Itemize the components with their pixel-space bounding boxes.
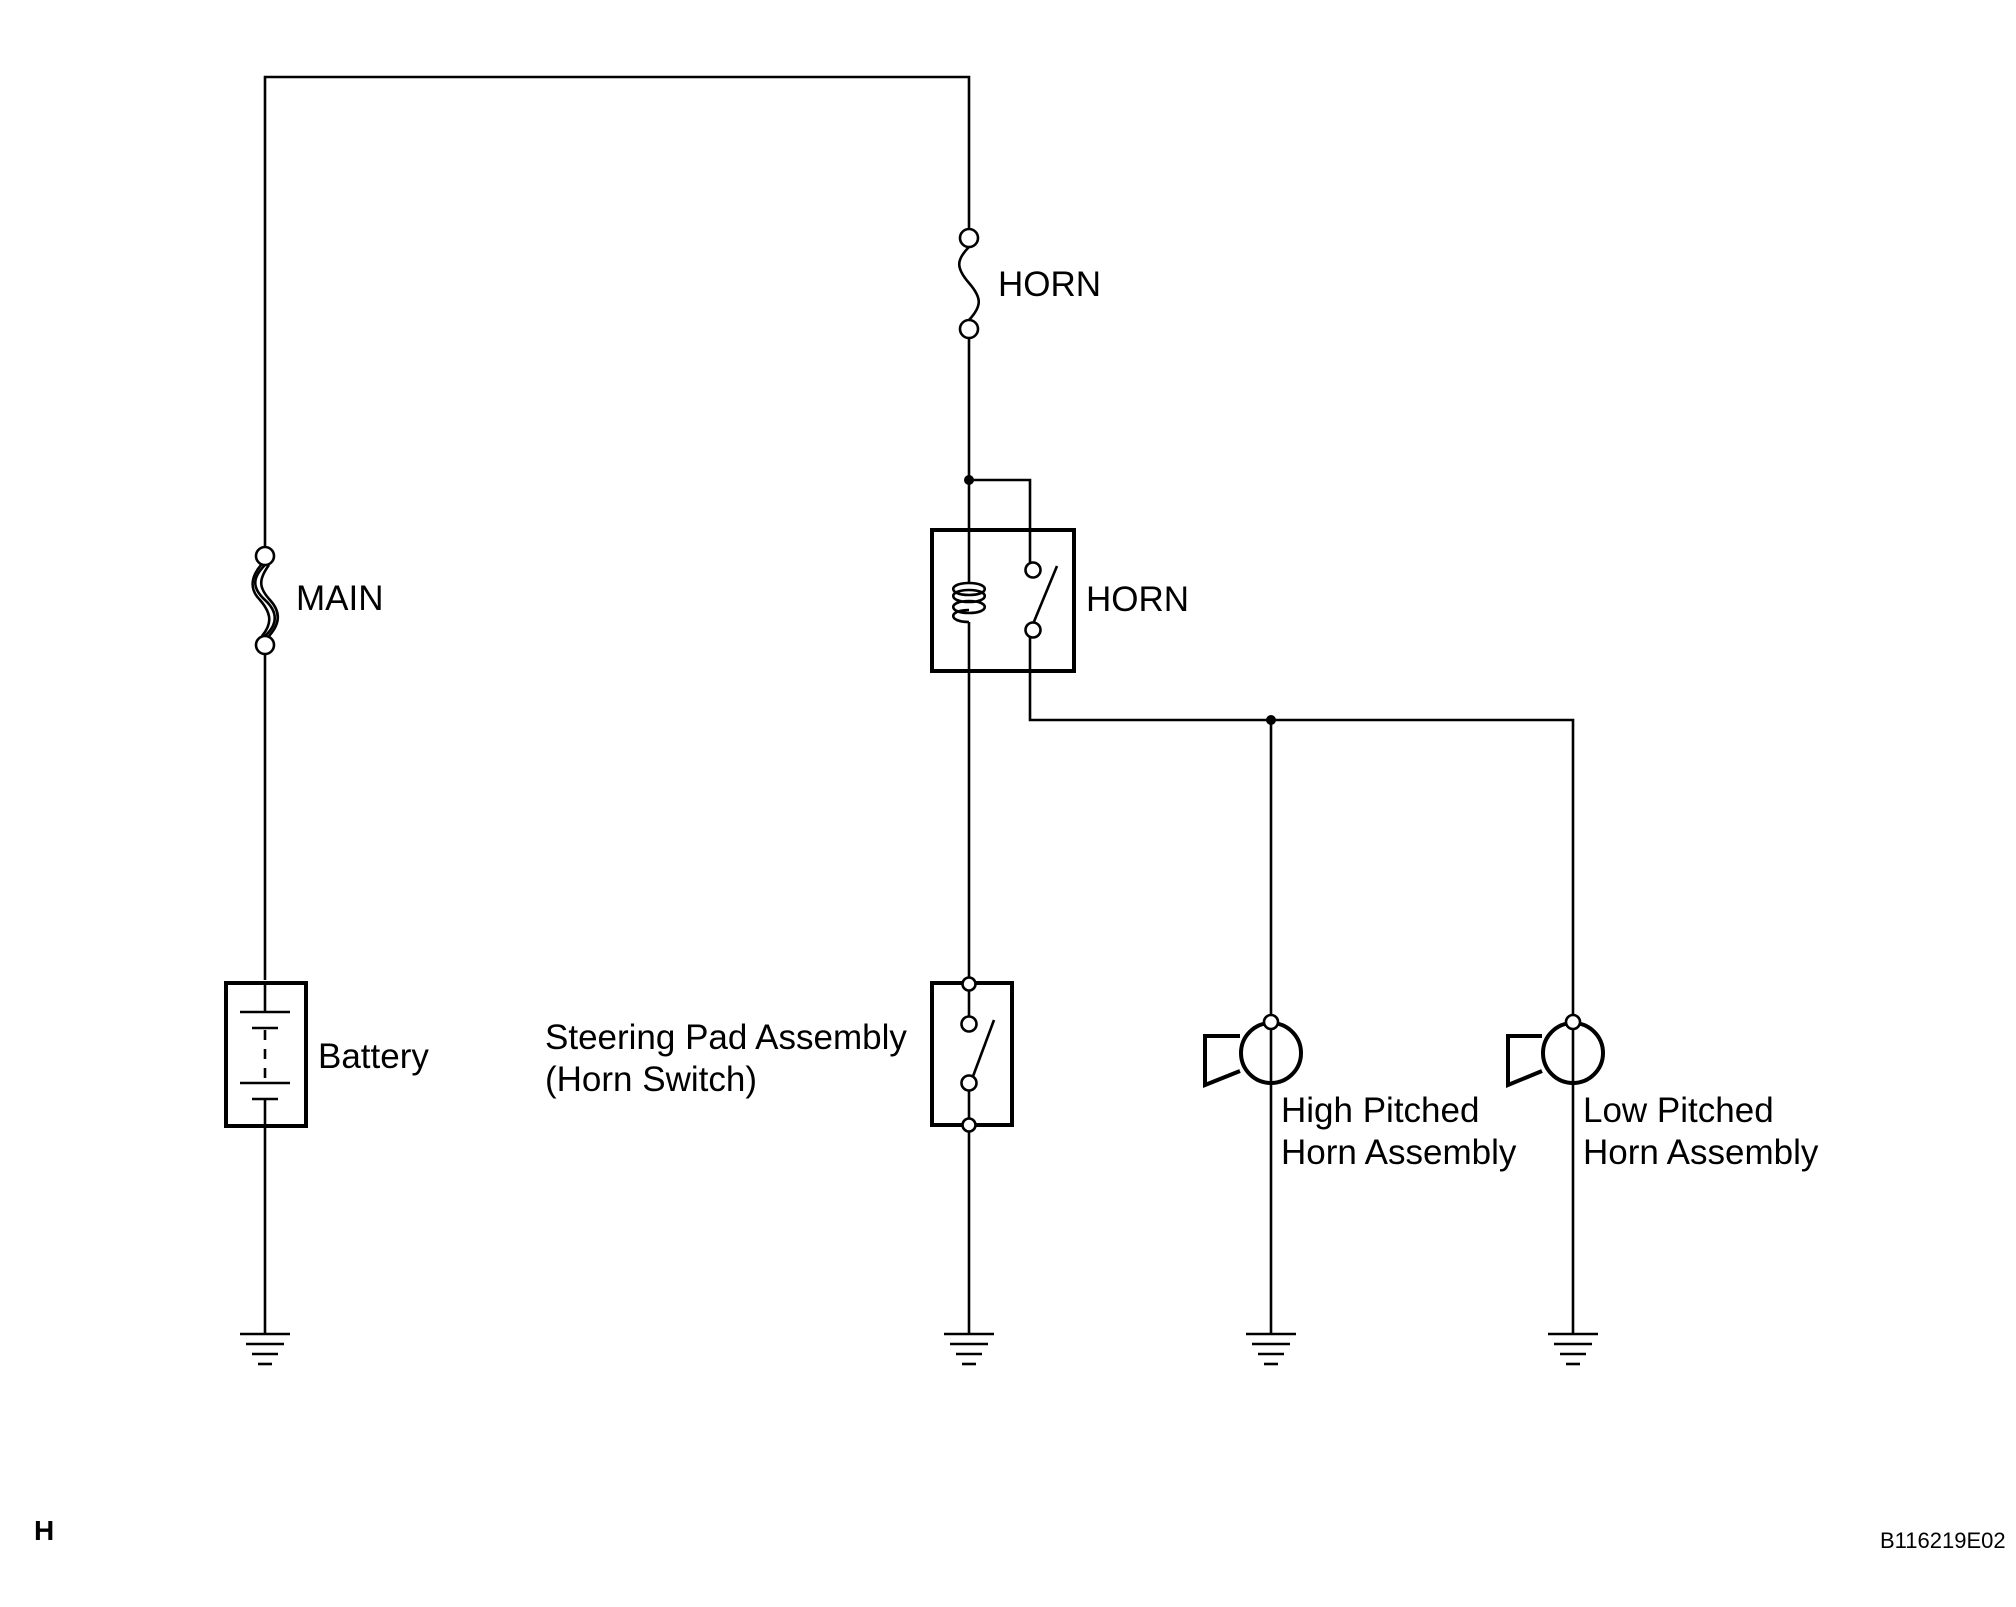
horn-relay-box xyxy=(930,528,1076,673)
horn-relay: HORN xyxy=(930,528,1189,673)
horn-fuse-element xyxy=(957,246,981,321)
high-horn-label-line1: High Pitched xyxy=(1281,1091,1479,1130)
main-fuse-terminal-bottom xyxy=(254,634,276,656)
steering-pad-label-line2: (Horn Switch) xyxy=(545,1060,757,1099)
high-pitched-horn: High Pitched Horn Assembly xyxy=(1203,1013,1517,1172)
steering-pad-terminal-switch-top xyxy=(960,1015,978,1033)
ground-steering-pad xyxy=(944,1332,994,1366)
horn-fuse-terminal-top xyxy=(958,227,980,249)
low-horn-label-line2: Horn Assembly xyxy=(1583,1133,1819,1172)
ground-low-horn xyxy=(1548,1332,1598,1366)
steering-pad-assembly: Steering Pad Assembly (Horn Switch) xyxy=(545,976,1014,1133)
horn-fuse: HORN xyxy=(957,227,1101,340)
wiring xyxy=(263,75,1575,1334)
low-horn-bell-icon xyxy=(1506,1034,1543,1088)
wire-junction-to-switch xyxy=(969,478,1032,566)
ground-high-horn xyxy=(1246,1332,1296,1366)
steering-pad-switch-blade xyxy=(970,1019,996,1080)
corner-code: H xyxy=(34,1515,54,1546)
horn-relay-coil-icon xyxy=(951,581,987,624)
low-pitched-horn: Low Pitched Horn Assembly xyxy=(1506,1013,1819,1172)
horn-relay-switch-blade xyxy=(1031,565,1059,625)
wire-relay-to-horns xyxy=(1028,628,1575,1022)
low-horn-terminal xyxy=(1564,1013,1582,1031)
main-fuse-element-1 xyxy=(253,564,277,637)
ground-battery xyxy=(240,1332,290,1366)
horn-fuse-terminal-bottom xyxy=(958,318,980,340)
steering-pad-terminal-switch-bottom xyxy=(960,1074,978,1092)
high-horn-label-line2: Horn Assembly xyxy=(1281,1133,1517,1172)
horn-relay-label: HORN xyxy=(1086,580,1189,619)
main-fuse-terminal-top xyxy=(254,545,276,567)
steering-pad-terminal-box-top xyxy=(961,976,977,992)
main-fuse-element-3 xyxy=(251,564,271,637)
junction-dot-top xyxy=(964,475,974,485)
steering-pad-box xyxy=(930,981,1014,1127)
horn-fuse-label: HORN xyxy=(998,265,1101,304)
steering-pad-label-line1: Steering Pad Assembly xyxy=(545,1018,907,1057)
horn-relay-switch-terminal-top xyxy=(1024,561,1042,579)
horn-relay-switch-terminal-bottom xyxy=(1024,621,1042,639)
battery-label: Battery xyxy=(318,1037,429,1076)
steering-pad-terminal-box-bottom xyxy=(961,1117,977,1133)
main-fuse: MAIN xyxy=(251,545,384,656)
high-horn-bell-icon xyxy=(1203,1034,1241,1088)
battery: Battery xyxy=(224,981,429,1128)
figure-id: B116219E02 xyxy=(1880,1528,2006,1553)
main-fuse-element-2 xyxy=(259,564,280,637)
wire-top-loop xyxy=(263,75,971,551)
junction-dot-horns xyxy=(1266,715,1276,725)
low-horn-label-line1: Low Pitched xyxy=(1583,1091,1774,1130)
main-fuse-label: MAIN xyxy=(296,579,384,618)
high-horn-terminal xyxy=(1262,1013,1280,1031)
